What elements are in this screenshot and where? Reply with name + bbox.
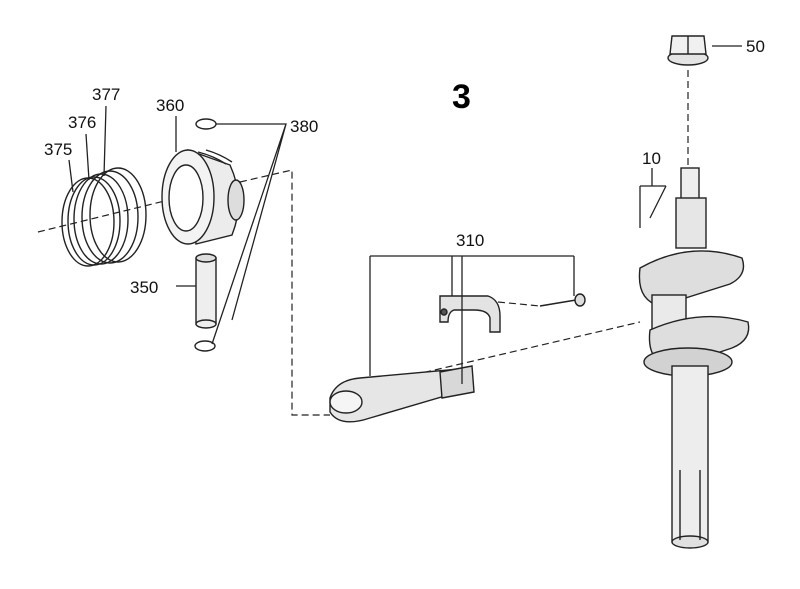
- callout-labels: 50 10 310 350 360 375 376 377 380: [44, 37, 765, 297]
- section-number: 3: [452, 78, 471, 116]
- callout-310: 310: [456, 231, 484, 250]
- callout-376: 376: [68, 113, 96, 132]
- piston: [161, 148, 245, 245]
- connecting-rod-bolt: [539, 293, 586, 307]
- piston-rings: [61, 167, 147, 267]
- leader-lines: [68, 45, 742, 384]
- callout-350: 350: [130, 278, 158, 297]
- callout-360: 360: [156, 96, 184, 115]
- callout-377: 377: [92, 85, 120, 104]
- connecting-rod-cap: [439, 295, 501, 333]
- crankshaft: [638, 167, 750, 549]
- connecting-rod: [329, 365, 475, 423]
- callout-380: 380: [290, 117, 318, 136]
- piston-pin: [195, 253, 217, 329]
- callout-10: 10: [642, 149, 661, 168]
- callout-375: 375: [44, 140, 72, 159]
- flywheel-nut: [667, 35, 709, 66]
- callout-50: 50: [746, 37, 765, 56]
- assembly-guide-lines: [37, 70, 689, 416]
